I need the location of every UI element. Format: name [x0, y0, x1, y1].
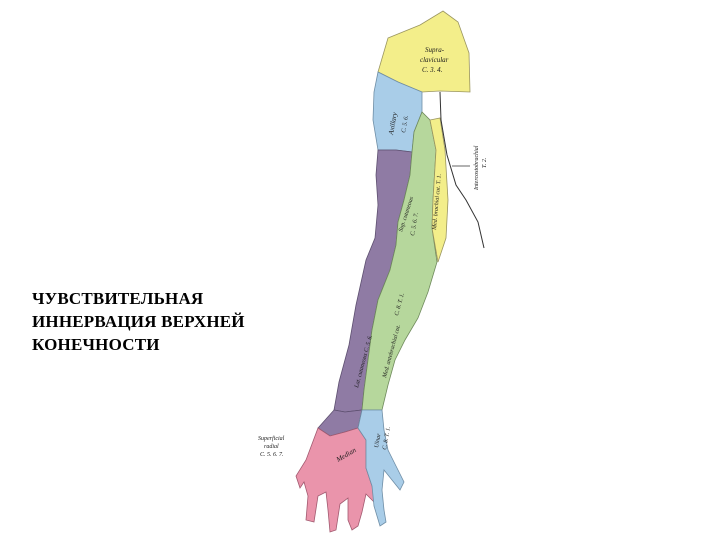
svg-text:C. 5. 6. 7.: C. 5. 6. 7. [410, 212, 420, 236]
svg-text:clavicular: clavicular [420, 56, 449, 64]
svg-text:Med. brachial cut. T. 1.: Med. brachial cut. T. 1. [432, 174, 443, 232]
svg-text:T. 2.: T. 2. [482, 158, 488, 168]
intercostobrachial-line [439, 91, 485, 249]
svg-text:C. 5. 6.: C. 5. 6. [401, 115, 410, 133]
slide-title: ЧУВСТВИТЕЛЬНАЯ ИННЕРВАЦИЯ ВЕРХНЕЙ КОНЕЧН… [32, 287, 332, 356]
svg-text:Supra-: Supra- [425, 46, 445, 54]
region-ulnar [357, 409, 405, 527]
svg-text:radial: radial [264, 444, 279, 450]
title-line-1: ЧУВСТВИТЕЛЬНАЯ [32, 289, 204, 308]
svg-text:Ulnar: Ulnar [374, 433, 383, 449]
svg-text:C. 3. 4.: C. 3. 4. [422, 66, 443, 74]
title-line-2: ИННЕРВАЦИЯ ВЕРХНЕЙ [32, 312, 245, 331]
svg-text:C. 8. T. 1.: C. 8. T. 1. [394, 292, 406, 316]
svg-text:C. 8. T. 1.: C. 8. T. 1. [382, 426, 392, 450]
svg-text:Superficial: Superficial [258, 435, 285, 442]
region-medial-brachial [429, 117, 449, 263]
svg-text:C. 5. 6. 7.: C. 5. 6. 7. [260, 452, 284, 458]
svg-text:Intercostobrachial: Intercostobrachial [474, 145, 480, 191]
title-line-3: КОНЕЧНОСТИ [32, 335, 160, 354]
